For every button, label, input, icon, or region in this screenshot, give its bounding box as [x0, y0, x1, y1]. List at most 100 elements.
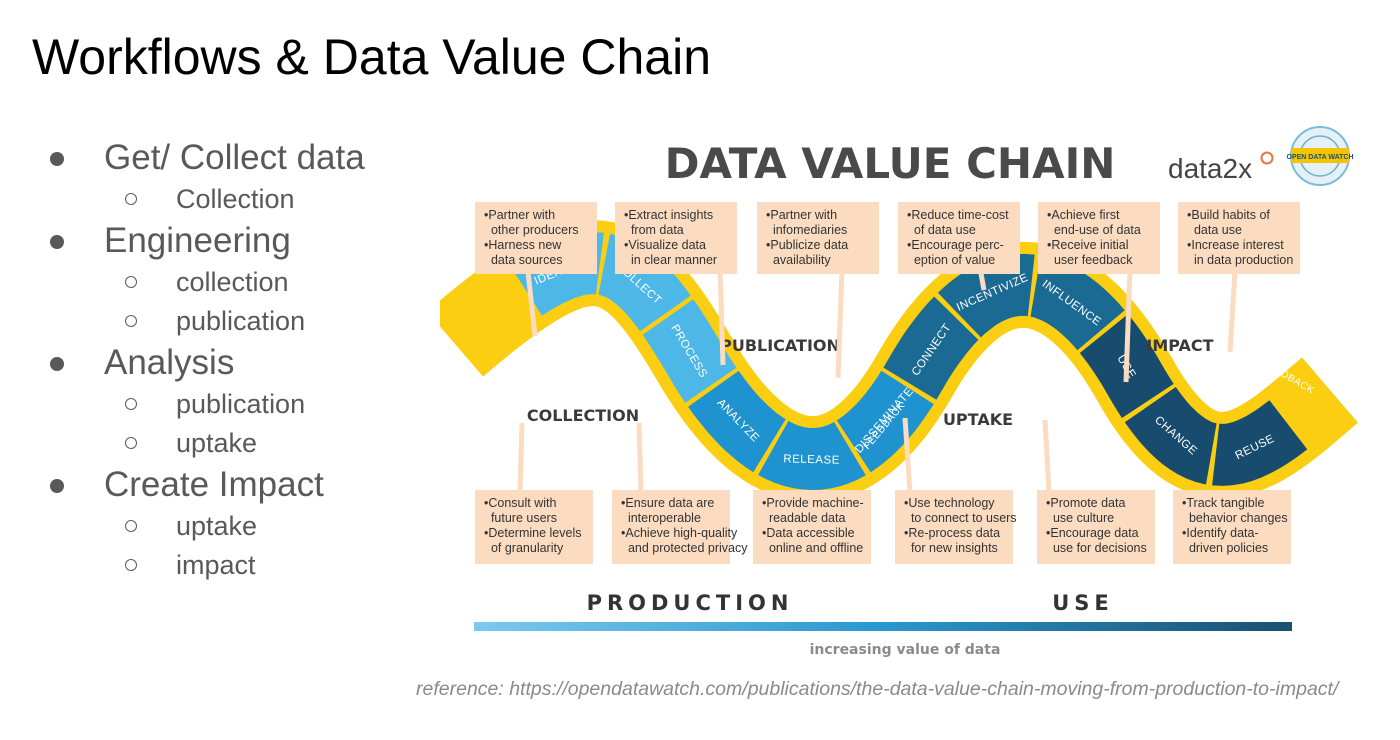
top-info-box: •Reduce time-cost of data use•Encourage …: [898, 202, 1020, 274]
segment-analyze: [688, 370, 786, 473]
info-box-bg: [753, 490, 871, 564]
segment-incentivize: [937, 253, 1035, 338]
outline-subitem-label: collection: [176, 267, 289, 297]
info-box-bg: [1037, 490, 1155, 564]
outline-item-label: Get/ Collect data: [104, 138, 365, 177]
info-box-text: use culture: [1046, 511, 1114, 525]
info-box-text: other producers: [484, 223, 579, 237]
info-box-text: readable data: [762, 511, 845, 525]
stage-label: COLLECTION: [527, 406, 639, 425]
top-info-box: •Partner with infomediaries•Publicize da…: [757, 202, 879, 274]
info-box-text: •Use technology: [904, 496, 995, 510]
top-info-box: •Extract insights from data•Visualize da…: [615, 202, 737, 274]
value-gradient-bar: [474, 622, 1292, 631]
info-box-text: •Consult with: [484, 496, 557, 510]
top-boxes: •Partner with other producers•Harness ne…: [475, 202, 1300, 274]
top-info-box: •Achieve first end-use of data•Receive i…: [1038, 202, 1160, 274]
info-box-text: availability: [766, 253, 831, 267]
slide-title: Workflows & Data Value Chain: [32, 29, 712, 85]
info-box-text: •Partner with: [766, 208, 837, 222]
top-info-box: •Build habits of data use•Increase inter…: [1178, 202, 1300, 274]
bottom-info-box: •Consult with future users•Determine lev…: [475, 490, 593, 564]
info-box-text: •Ensure data are: [621, 496, 714, 510]
bullet-circle-icon: [125, 276, 137, 288]
bottom-info-box: •Use technology to connect to users•Re-p…: [895, 490, 1017, 564]
diagram-title: DATA VALUE CHAIN: [665, 139, 1116, 188]
bottom-boxes: •Consult with future users•Determine lev…: [475, 490, 1291, 564]
info-box-text: end-use of data: [1047, 223, 1141, 237]
info-box-text: •Encourage perc-: [907, 238, 1004, 252]
data-value-chain-diagram: DATA VALUE CHAIN data2x OPEN DATA WATCH …: [440, 120, 1360, 665]
bullet-circle-icon: [125, 559, 137, 571]
bottom-info-box: •Ensure data are interoperable•Achieve h…: [612, 490, 748, 564]
info-box-bg: [898, 202, 1020, 274]
outline-subitem: uptake: [48, 424, 428, 463]
reference-link-text: reference: https://opendatawatch.com/pub…: [416, 678, 1339, 700]
info-box-bg: [612, 490, 730, 564]
info-box-text: use for decisions: [1046, 541, 1147, 555]
bullet-dot-icon: [50, 357, 64, 371]
info-box-text: online and offline: [762, 541, 863, 555]
outline-subitem: uptake: [48, 507, 428, 546]
outline-subitem-label: uptake: [176, 428, 258, 458]
bottom-info-box: •Promote data use culture•Encourage data…: [1037, 490, 1155, 564]
info-box-text: in clear manner: [624, 253, 717, 267]
info-box-text: of granularity: [484, 541, 564, 555]
info-box-text: and protected privacy: [621, 541, 748, 555]
data2x-logo-text: data2x: [1168, 153, 1252, 184]
info-box-text: •Determine levels: [484, 526, 581, 540]
top-info-box: •Partner with other producers•Harness ne…: [475, 202, 597, 274]
data2x-logo: data2x: [1168, 151, 1274, 184]
info-box-text: •Achieve high-quality: [621, 526, 738, 540]
use-label: USE: [1052, 591, 1114, 615]
data2x-circle-icon: [1260, 151, 1274, 165]
info-box-text: •Re-process data: [904, 526, 1000, 540]
bullet-circle-icon: [125, 315, 137, 327]
info-box-text: future users: [484, 511, 557, 525]
info-box-text: •Partner with: [484, 208, 555, 222]
info-box-bg: [757, 202, 879, 274]
stage-label: UPTAKE: [943, 410, 1013, 429]
segment-band: IDENTIFYCOLLECTPROCESSANALYZERELEASEDISS…: [508, 232, 1308, 490]
bullet-circle-icon: [125, 520, 137, 532]
info-box-text: of data use: [907, 223, 976, 237]
production-label: PRODUCTION: [587, 591, 794, 615]
segment-label: RELEASE: [783, 453, 840, 467]
increasing-value-caption: increasing value of data: [810, 642, 1001, 658]
info-box-bg: [1038, 202, 1160, 274]
bottom-info-box: •Provide machine- readable data•Data acc…: [753, 490, 871, 564]
info-box-text: •Visualize data: [624, 238, 706, 252]
segment-release: [758, 420, 866, 490]
info-box-text: •Extract insights: [624, 208, 713, 222]
outline-subitem: impact: [48, 546, 428, 585]
info-box-bg: [1178, 202, 1300, 274]
stage-label: IMPACT: [1146, 336, 1213, 355]
info-box-text: in data production: [1187, 253, 1293, 267]
info-box-text: •Receive initial: [1047, 238, 1129, 252]
info-box-text: eption of value: [907, 253, 995, 267]
info-box-text: •Publicize data: [766, 238, 848, 252]
info-box-bg: [1173, 490, 1291, 564]
segment-disseminate: [836, 370, 934, 473]
info-box-text: •Reduce time-cost: [907, 208, 1009, 222]
segment-connect: [883, 296, 979, 400]
outline-item: Engineering: [48, 219, 428, 263]
bullet-dot-icon: [50, 235, 64, 249]
segment-reuse: [1212, 400, 1308, 486]
info-box-text: •Provide machine-: [762, 496, 864, 510]
bullet-circle-icon: [125, 193, 137, 205]
info-box-text: •Data accessible: [762, 526, 855, 540]
info-box-bg: [615, 202, 737, 274]
info-box-text: infomediaries: [766, 223, 847, 237]
outline-list: Get/ Collect data Collection Engineering…: [48, 136, 428, 585]
bullet-circle-icon: [125, 398, 137, 410]
info-box-text: to connect to users: [904, 511, 1017, 525]
info-box-text: for new insights: [904, 541, 998, 555]
info-box-text: •Identify data-: [1182, 526, 1259, 540]
info-box-bg: [895, 490, 1013, 564]
outline-subitem-label: uptake: [176, 511, 258, 541]
segment-change: [1124, 387, 1217, 485]
feedback-label: FEEDBACK: [1048, 408, 1094, 459]
info-box-text: •Increase interest: [1187, 238, 1284, 252]
info-box-text: interoperable: [621, 511, 701, 525]
